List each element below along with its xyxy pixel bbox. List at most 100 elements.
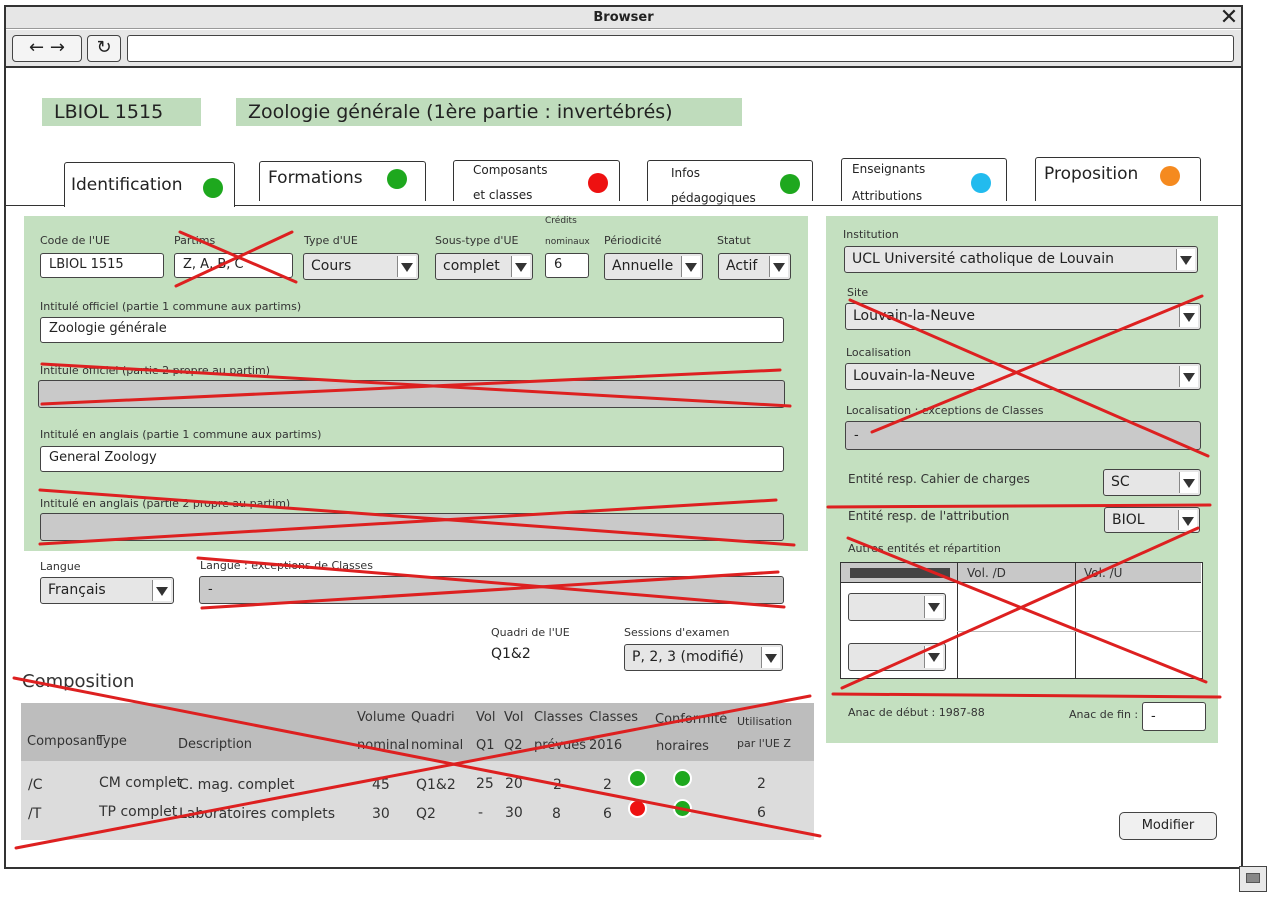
tab-baseline — [4, 205, 1243, 206]
code-field[interactable]: LBIOL 1515 — [40, 253, 164, 278]
tab-enseignants[interactable]: Enseignants Attributions — [841, 158, 1007, 203]
col-divider — [957, 563, 958, 678]
entity-select-1[interactable] — [848, 593, 946, 621]
status-dot-icon — [628, 769, 647, 788]
sessions-label: Sessions d'examen — [624, 626, 730, 639]
th-quadri-2: nominal — [411, 738, 464, 753]
period-select[interactable]: Annuelle — [604, 253, 703, 280]
quadri-value: Q1&2 — [491, 646, 531, 662]
partims-field[interactable]: Z, A, B, C — [174, 253, 293, 278]
cell-quadri: Q1&2 — [416, 777, 456, 793]
col-volu: Vol. /U — [1084, 566, 1123, 580]
site-select[interactable]: Louvain-la-Neuve — [845, 303, 1201, 330]
tab-formations-label: Formations — [268, 168, 363, 188]
cell-utilisation: 6 — [757, 805, 766, 821]
sessions-select[interactable]: P, 2, 3 (modifié) — [624, 644, 783, 671]
cell-prevues: 8 — [552, 806, 561, 822]
th-2016-1: Classes — [589, 710, 638, 725]
credits-label-2: nominaux — [545, 237, 590, 247]
status-dot-icon — [673, 769, 692, 788]
resize-grip-icon[interactable] — [1239, 866, 1267, 892]
localisation-label: Localisation — [846, 346, 912, 359]
status-dot-icon — [971, 173, 991, 193]
attribution-select[interactable]: BIOL — [1104, 507, 1200, 533]
cell-volq1: - — [478, 805, 484, 821]
back-arrow-icon[interactable]: ← — [29, 37, 45, 58]
cell-2016: 2 — [603, 777, 612, 793]
credits-label-1: Crédits — [545, 216, 577, 226]
localisation-select[interactable]: Louvain-la-Neuve — [845, 363, 1201, 390]
chevron-down-icon[interactable] — [1179, 472, 1198, 493]
institution-select[interactable]: UCL Université catholique de Louvain — [844, 246, 1198, 273]
tab-proposition[interactable]: Proposition — [1035, 157, 1201, 201]
tab-formations[interactable]: Formations — [259, 161, 426, 201]
url-bar[interactable] — [127, 35, 1234, 62]
cell-description: C. mag. complet — [179, 777, 295, 793]
lang-label: Langue — [40, 560, 81, 573]
lang-select[interactable]: Français — [40, 577, 174, 604]
reload-icon[interactable]: ↻ — [87, 35, 121, 62]
cell-volume: 30 — [372, 806, 390, 822]
subtype-select[interactable]: complet — [435, 253, 533, 280]
locexc-label: Localisation : exceptions de Classes — [846, 404, 1044, 417]
close-icon[interactable]: ✕ — [1219, 5, 1239, 30]
chevron-down-icon[interactable] — [1179, 306, 1198, 327]
en2-field[interactable] — [40, 513, 784, 541]
tab-identification-label: Identification — [71, 175, 183, 195]
cell-volq2: 20 — [505, 776, 523, 792]
tab-enseignants-label-1: Enseignants — [852, 162, 926, 176]
lang-exc-field[interactable]: - — [199, 576, 784, 604]
th-volq2-2: Q2 — [504, 738, 523, 753]
chevron-down-icon[interactable] — [769, 256, 788, 277]
modify-button[interactable]: Modifier — [1119, 812, 1217, 840]
th-volume-2: nominal — [357, 738, 410, 753]
th-prevues-1: Classes — [534, 710, 583, 725]
status-dot-icon — [588, 173, 608, 193]
credits-field[interactable]: 6 — [545, 253, 589, 278]
status-dot-icon — [628, 799, 647, 818]
title1-field[interactable]: Zoologie générale — [40, 317, 784, 343]
tab-composants[interactable]: Composants et classes — [453, 160, 620, 202]
chevron-down-icon[interactable] — [761, 647, 780, 668]
charges-select[interactable]: SC — [1103, 469, 1201, 496]
chevron-down-icon[interactable] — [924, 646, 943, 668]
title2-field[interactable] — [38, 380, 785, 408]
forward-arrow-icon[interactable]: → — [49, 37, 65, 58]
chevron-down-icon[interactable] — [1179, 366, 1198, 387]
status-dot-icon — [203, 178, 223, 198]
title1-label: Intitulé officiel (partie 1 commune aux … — [40, 300, 302, 313]
chevron-down-icon[interactable] — [511, 256, 530, 277]
entity-select-2[interactable] — [848, 643, 946, 671]
tab-proposition-label: Proposition — [1044, 164, 1139, 184]
chevron-down-icon[interactable] — [397, 256, 416, 277]
col-divider — [1075, 563, 1076, 678]
row-divider — [957, 631, 1201, 632]
chevron-down-icon[interactable] — [681, 256, 700, 277]
en1-field[interactable]: General Zoology — [40, 446, 784, 472]
tab-identification[interactable]: Identification — [64, 162, 235, 207]
end-year-field[interactable]: - — [1142, 702, 1206, 731]
status-select[interactable]: Actif — [718, 253, 791, 280]
partims-label: Partims — [174, 234, 216, 247]
cell-description: Laboratoires complets — [179, 806, 335, 822]
cell-type: TP complet — [99, 804, 178, 820]
locexc-field[interactable]: - — [845, 421, 1201, 450]
ue-title-header: Zoologie générale (1ère partie : inverté… — [236, 98, 742, 126]
chevron-down-icon[interactable] — [152, 580, 171, 601]
chevron-down-icon[interactable] — [1176, 249, 1195, 270]
th-description: Description — [178, 737, 253, 752]
chevron-down-icon[interactable] — [1178, 510, 1197, 530]
type-select[interactable]: Cours — [303, 253, 419, 280]
cell-composant: /T — [28, 806, 42, 822]
th-quadri-1: Quadri — [411, 710, 455, 725]
cell-utilisation: 2 — [757, 776, 766, 792]
title2-label: Intitulé officiel (partie 2 propre au pa… — [40, 364, 270, 377]
status-dot-icon — [780, 174, 800, 194]
tab-infos[interactable]: Infos pédagogiques — [647, 160, 813, 205]
tab-infos-label-1: Infos — [671, 166, 700, 180]
chevron-down-icon[interactable] — [924, 596, 943, 618]
quadri-label: Quadri de l'UE — [491, 626, 570, 639]
attribution-select-value: BIOL — [1112, 512, 1145, 528]
back-forward-button[interactable]: ← → — [12, 35, 82, 62]
lang-select-value: Français — [48, 582, 106, 598]
